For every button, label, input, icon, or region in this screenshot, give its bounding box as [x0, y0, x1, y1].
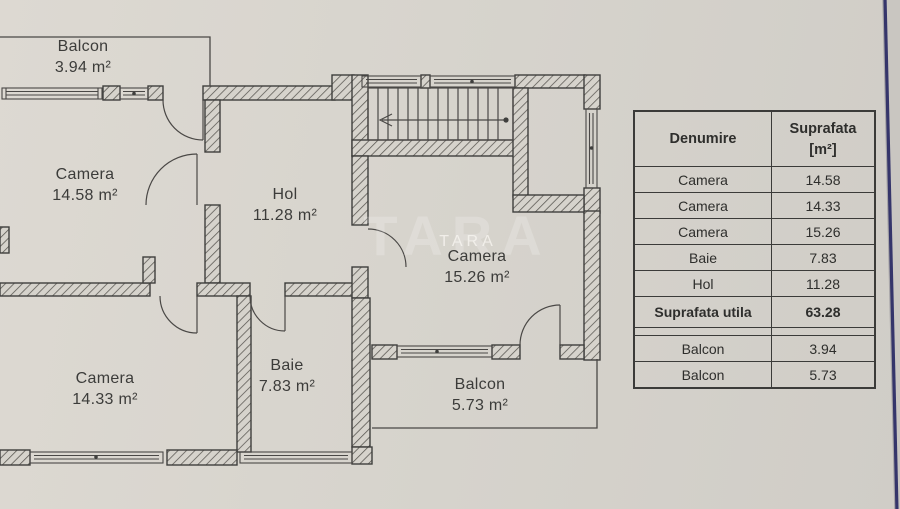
- room-name: Baie: [270, 357, 304, 374]
- window-top-mid: [361, 75, 422, 88]
- table-row: Balcon 3.94: [635, 335, 874, 361]
- window-top-left-2: [119, 87, 149, 100]
- area-table: Denumire Suprafata [m²] Camera 14.58 Cam…: [633, 110, 876, 389]
- door-camera3-balcony: [519, 304, 561, 346]
- header-suprafata: Suprafata [m²]: [771, 112, 874, 166]
- table-row: Camera 14.33: [635, 192, 874, 218]
- header-suprafata-line1: Suprafata: [789, 120, 857, 137]
- balcony-top-outline: [0, 36, 211, 86]
- room-name: Camera: [55, 166, 115, 183]
- watermark-small: TARA: [439, 233, 497, 250]
- room-name: Balcon: [57, 38, 109, 55]
- windows: [1, 75, 598, 464]
- table-row: Baie 7.83: [635, 244, 874, 270]
- stair-direction-arrow: [378, 113, 509, 127]
- window-top-right: [429, 75, 516, 88]
- table-row-total: Suprafata utila 63.28: [635, 296, 874, 327]
- room-area: 14.33 m²: [72, 391, 138, 408]
- watermark-large: TARA: [363, 204, 551, 267]
- room-area: 3.94 m²: [54, 59, 112, 76]
- window-top-left: [1, 87, 103, 100]
- room-label-camera-1: Camera 14.58 m²: [20, 164, 150, 206]
- door-entrance: [162, 99, 204, 141]
- staircase: [367, 87, 514, 141]
- table-row: Hol 11.28: [635, 270, 874, 296]
- door-hol-camera2: [159, 295, 198, 334]
- header-suprafata-line2: [m²]: [809, 141, 837, 158]
- room-area: 14.58 m²: [52, 187, 118, 204]
- door-camera1-hol: [145, 153, 198, 206]
- room-label-baie: Baie 7.83 m²: [232, 355, 342, 397]
- doors: [145, 99, 561, 346]
- window-bottom-camera2: [29, 451, 164, 464]
- room-name: Balcon: [454, 376, 506, 393]
- room-label-balcon-top: Balcon 3.94 m²: [18, 36, 148, 78]
- stair-treads: [377, 88, 499, 140]
- table-row: Camera 14.58: [635, 166, 874, 192]
- window-camera3-balcony: [396, 345, 493, 358]
- room-name: Camera: [75, 370, 135, 387]
- balcony-outlines: [0, 36, 598, 429]
- room-area: 15.26 m²: [444, 269, 510, 286]
- room-label-hol: Hol 11.28 m²: [225, 184, 345, 226]
- room-label-camera-3: Camera 15.26 m²: [402, 246, 552, 288]
- page-edge-line: [882, 0, 900, 509]
- room-area: 11.28 m²: [252, 207, 318, 224]
- window-bottom-baie: [239, 451, 353, 464]
- balcony-bottom-outline: [372, 359, 598, 429]
- room-area: 7.83 m²: [258, 378, 316, 395]
- table-row: Balcon 5.73: [635, 361, 874, 387]
- walls: [0, 74, 601, 466]
- table-row: Camera 15.26: [635, 218, 874, 244]
- door-hol-baie: [249, 295, 286, 332]
- door-hol-camera3: [367, 228, 407, 268]
- table-separator-row: [635, 327, 874, 335]
- window-right-wall: [585, 108, 598, 189]
- room-area: 5.73 m²: [451, 397, 509, 414]
- table-header-row: Denumire Suprafata [m²]: [635, 112, 874, 166]
- room-name: Hol: [272, 186, 298, 203]
- room-label-balcon-bottom: Balcon 5.73 m²: [415, 374, 545, 416]
- room-label-camera-2: Camera 14.33 m²: [40, 368, 170, 410]
- header-denumire: Denumire: [669, 131, 737, 147]
- room-name: Camera: [447, 248, 507, 265]
